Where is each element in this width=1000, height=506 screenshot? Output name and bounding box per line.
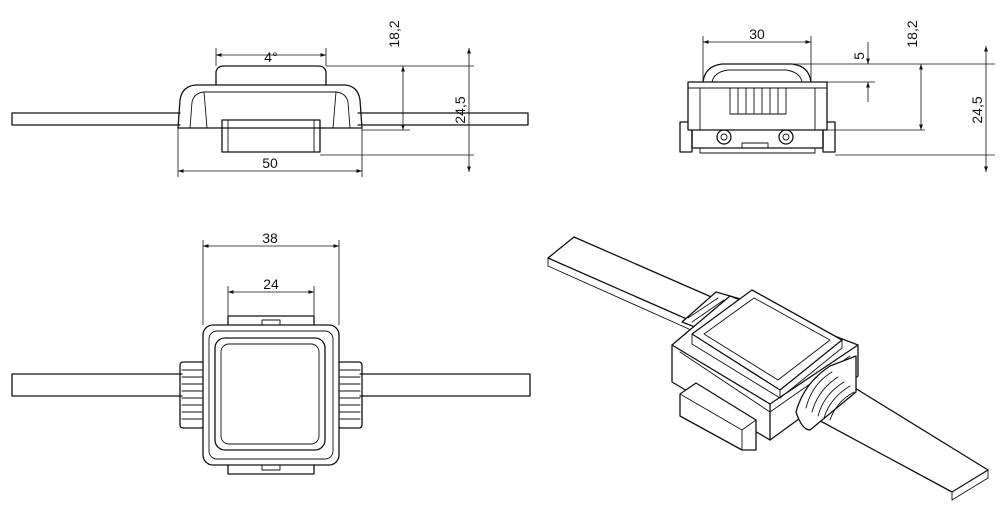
top-view-dimensions: 38 24 [202, 230, 340, 325]
dim-front-width: 30 [749, 26, 765, 42]
dim-front-cap: 5 [851, 52, 867, 60]
dim-front-upper-height: 18,2 [904, 20, 920, 47]
dim-side-total-height: 24,5 [452, 96, 468, 123]
dim-side-length: 50 [262, 155, 278, 171]
front-view-dimensions: 30 5 18,2 24,5 [702, 20, 995, 172]
dim-top-inner: 24 [263, 276, 279, 292]
dim-side-angle: 4° [264, 49, 277, 65]
side-view-dimensions: 4° 50 18,2 24,5 [177, 20, 474, 177]
top-view [11, 315, 531, 475]
side-view [11, 65, 529, 153]
dim-top-outer: 38 [262, 230, 278, 246]
dim-side-upper-height: 18,2 [386, 20, 402, 47]
dim-front-total-height: 24,5 [969, 96, 985, 123]
isometric-view [547, 236, 989, 501]
